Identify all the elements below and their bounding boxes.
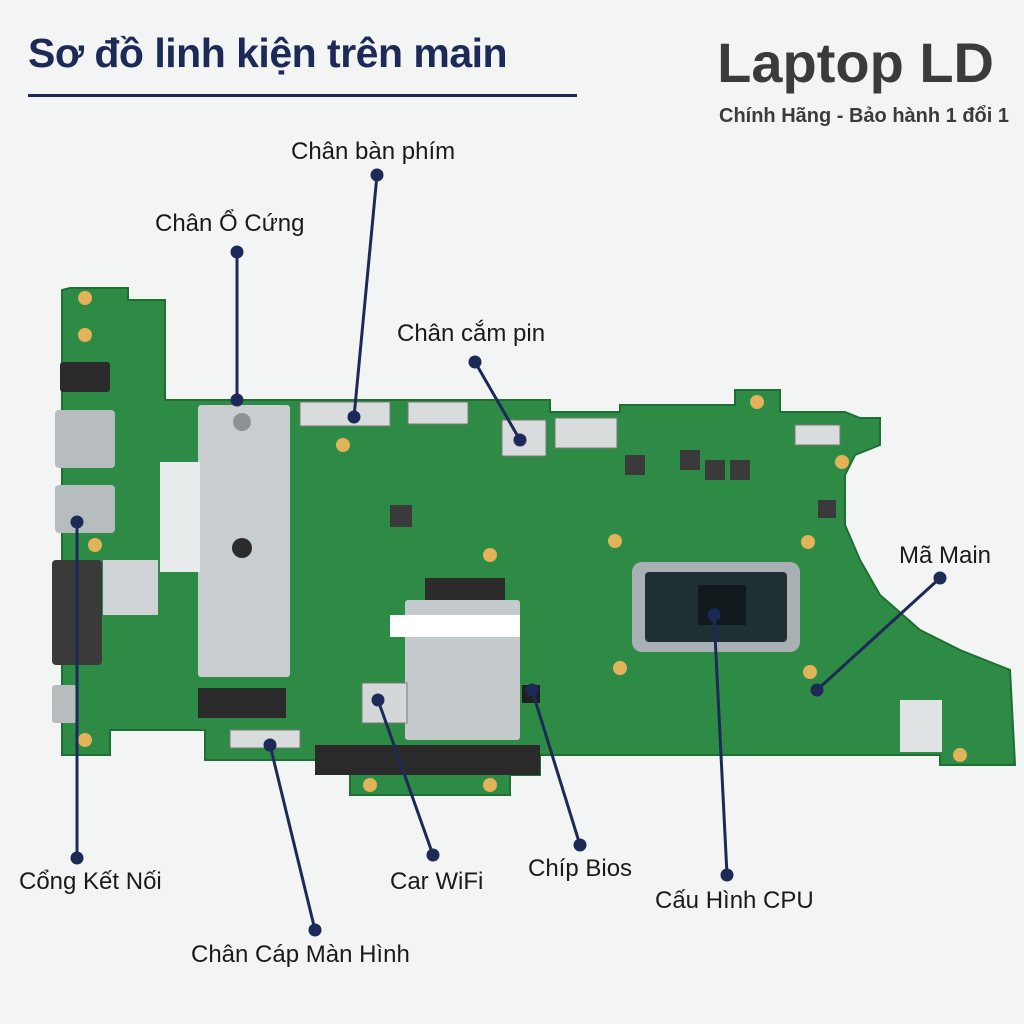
chip-2 xyxy=(680,450,700,470)
callout-battery: Chân cắm pin xyxy=(397,320,546,347)
connector-4 xyxy=(794,424,841,446)
title-underline xyxy=(28,94,577,97)
metal-pad-2 xyxy=(900,700,942,752)
dark-strip xyxy=(315,745,540,775)
callout-ports: Cổng Kết Nối xyxy=(19,868,162,895)
chip-5 xyxy=(625,455,645,475)
connector-3 xyxy=(554,417,618,449)
wifi-label xyxy=(390,615,520,637)
mounting-holes xyxy=(78,291,967,792)
callout-mainboard-code: Mã Main xyxy=(899,542,992,569)
hdd-screw-2 xyxy=(232,538,252,558)
callout-pointers xyxy=(70,168,947,937)
ssd-slot xyxy=(198,688,286,718)
m2-slot xyxy=(425,578,505,600)
chip-4 xyxy=(730,460,750,480)
callout-keyboard: Chân bàn phím xyxy=(291,138,456,165)
hdd-screw xyxy=(233,413,251,431)
callout-bios: Chíp Bios xyxy=(528,855,633,882)
metal-pad xyxy=(103,560,158,615)
keyboard-connector xyxy=(299,401,391,427)
usb-port-1 xyxy=(55,410,115,468)
usb-port-2 xyxy=(55,485,115,533)
callout-hdd: Chân Ổ Cứng xyxy=(155,210,305,237)
chip-3 xyxy=(705,460,725,480)
label-sticker xyxy=(160,462,200,572)
keyboard-connector-2 xyxy=(407,401,469,425)
usb-c-port xyxy=(52,685,77,723)
brand-name: Laptop LD xyxy=(717,31,994,94)
chip-6 xyxy=(818,500,836,518)
callout-wifi: Car WiFi xyxy=(390,868,484,895)
cpu-die-core xyxy=(698,585,746,625)
callout-cpu: Cấu Hình CPU xyxy=(655,887,814,914)
chip-1 xyxy=(390,505,412,527)
audio-jack xyxy=(60,362,110,392)
callout-display-cable: Chân Cáp Màn Hình xyxy=(191,941,410,968)
page-title: Sơ đồ linh kiện trên main xyxy=(28,30,508,76)
brand-tagline: Chính Hãng - Bảo hành 1 đổi 1 xyxy=(719,105,1009,127)
